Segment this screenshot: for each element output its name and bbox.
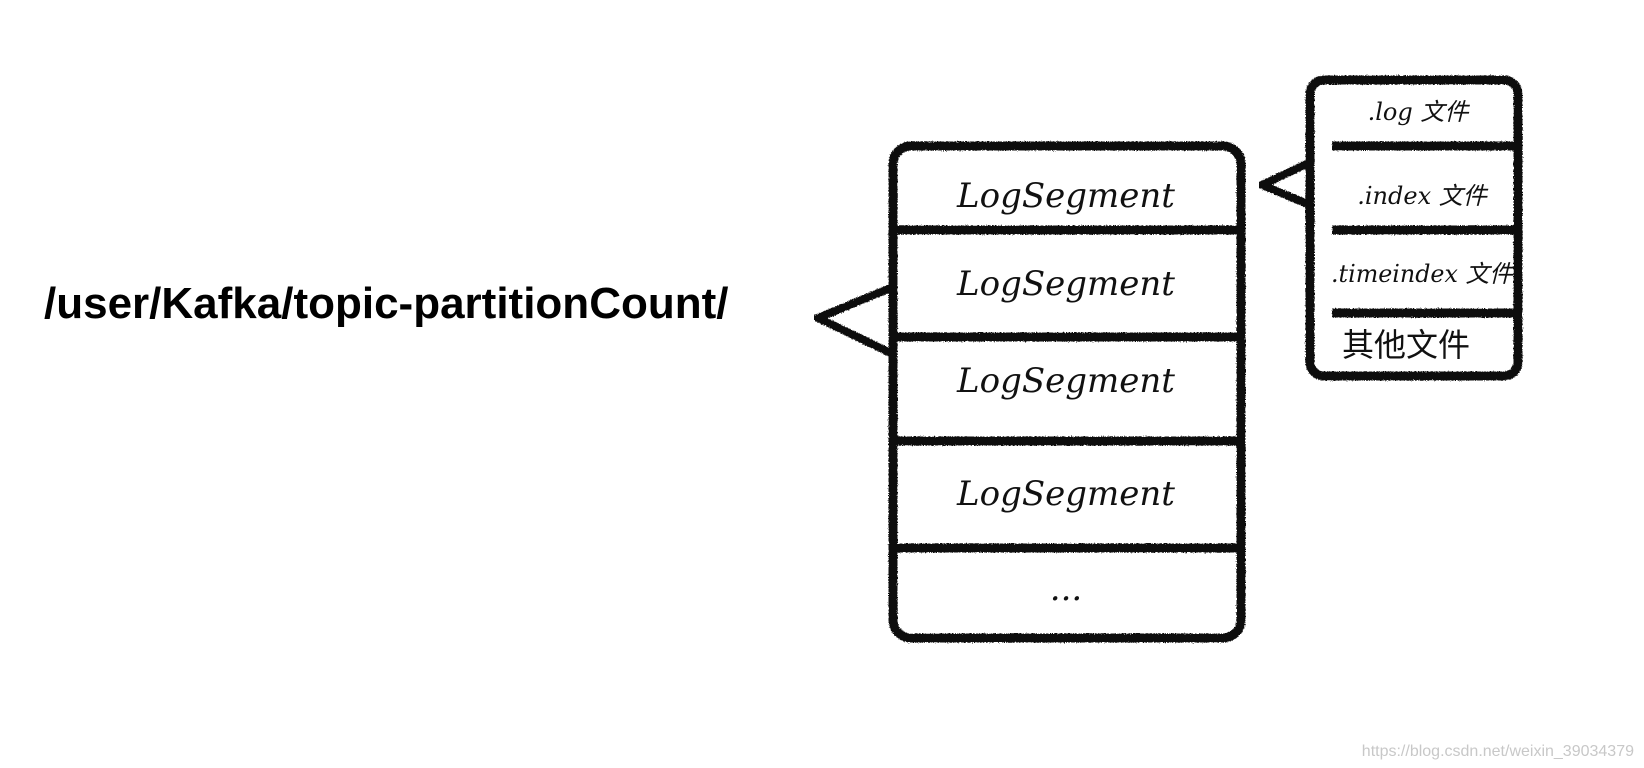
segment-label: LogSegment (956, 176, 1175, 216)
segment-label: LogSegment (956, 361, 1175, 401)
file-label-timeindex: .timeindex 文件 (1331, 260, 1515, 288)
segments-callout-pointer (808, 283, 895, 358)
files-callout-pointer (1252, 156, 1317, 211)
segment-label: LogSegment (956, 474, 1175, 514)
segment-label: LogSegment (956, 264, 1175, 304)
segment-ellipsis: ... (1050, 569, 1082, 609)
partition-directory-path: /user/Kafka/topic-partitionCount/ (44, 279, 728, 328)
segment-files-box (1305, 75, 1523, 381)
watermark-url: https://blog.csdn.net/weixin_39034379 (1362, 743, 1634, 760)
file-label-index: .index 文件 (1357, 182, 1488, 210)
file-label-other: 其他文件 (1342, 326, 1470, 364)
log-segments-box (888, 141, 1246, 643)
file-label-log: .log 文件 (1368, 98, 1471, 126)
